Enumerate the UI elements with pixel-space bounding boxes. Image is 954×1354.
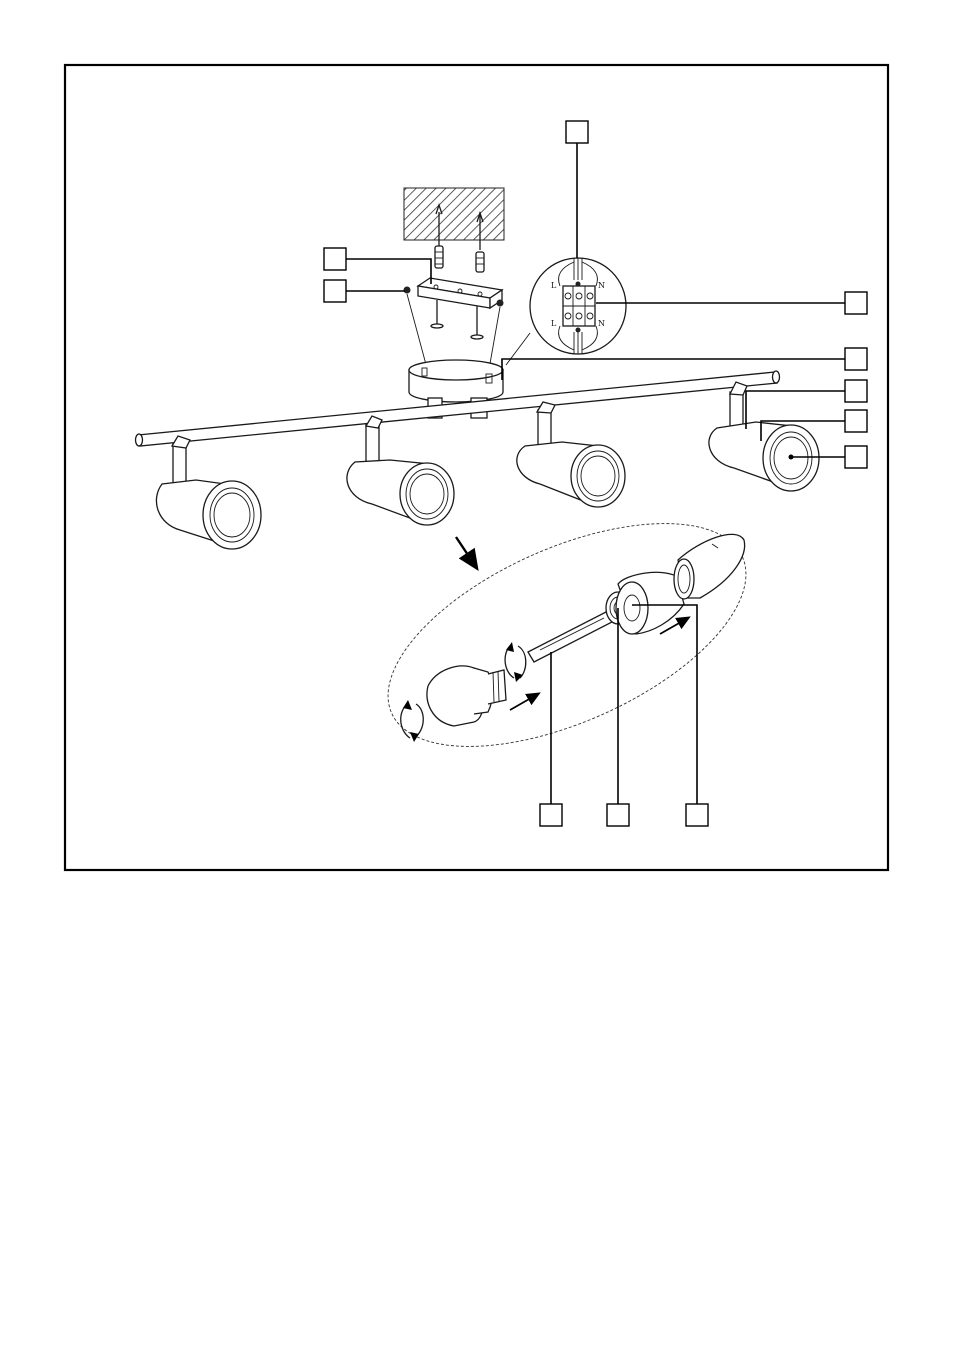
shade-rear bbox=[673, 533, 746, 600]
spotlight-2 bbox=[346, 415, 455, 526]
spotlight-3 bbox=[516, 401, 626, 508]
ceiling-surface bbox=[403, 187, 505, 241]
push-arrow-left bbox=[509, 692, 541, 711]
mounting-bracket bbox=[403, 277, 504, 340]
ceiling-screws bbox=[435, 202, 484, 250]
callout-box-housing bbox=[844, 409, 868, 433]
terminal-detail: L N L N bbox=[529, 257, 627, 355]
terminal-live-bottom: L bbox=[551, 319, 557, 328]
callout-box-terminal bbox=[565, 120, 589, 144]
exploded-view bbox=[387, 523, 747, 747]
callout-box-ring bbox=[606, 803, 630, 827]
callout-box-canopy bbox=[844, 347, 868, 371]
callout-box-lens bbox=[844, 445, 868, 469]
diagram-frame bbox=[63, 63, 890, 872]
push-arrow-right bbox=[659, 616, 691, 635]
shade-front bbox=[615, 571, 685, 635]
callout-box-shade bbox=[685, 803, 709, 827]
removal-tool bbox=[527, 611, 613, 663]
callout-box-nut bbox=[323, 279, 347, 303]
terminal-neutral-top: N bbox=[598, 281, 605, 290]
led-bulb bbox=[426, 665, 507, 727]
spotlight-1 bbox=[155, 435, 262, 550]
wall-plugs bbox=[434, 245, 485, 273]
callout-box-joint bbox=[844, 379, 868, 403]
callout-box-tool bbox=[539, 803, 563, 827]
terminal-live-top: L bbox=[551, 281, 557, 290]
spotlight-4 bbox=[708, 381, 820, 492]
callout-box-bracket bbox=[323, 247, 347, 271]
terminal-neutral-bottom: N bbox=[598, 319, 605, 328]
detail-pointer-arrow bbox=[455, 536, 479, 571]
rotate-icon-socket bbox=[504, 642, 527, 682]
rotate-icon-bulb bbox=[400, 700, 424, 742]
callout-box-terminal-side bbox=[844, 291, 868, 315]
lamp-bar bbox=[134, 370, 781, 447]
callouts bbox=[323, 120, 868, 827]
